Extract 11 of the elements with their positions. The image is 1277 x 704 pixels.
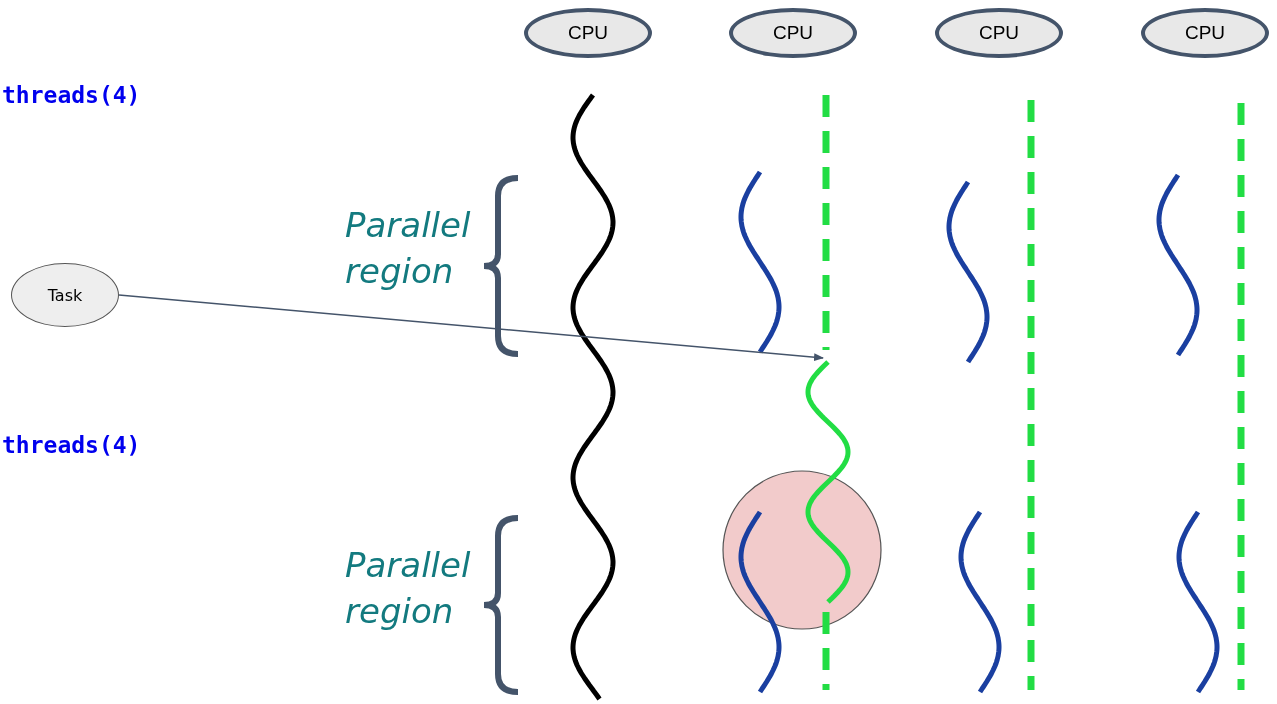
code-text: threads(4) xyxy=(2,432,141,458)
cpu-ellipse: CPU xyxy=(729,8,857,58)
task-ellipse: Task xyxy=(11,263,119,327)
cpu-ellipse: CPU xyxy=(524,8,652,58)
cpu-ellipse: CPU xyxy=(935,8,1063,58)
region-label: Parallel region xyxy=(345,204,472,293)
thread-wave xyxy=(805,360,851,604)
cpu-ellipse: CPU xyxy=(1141,8,1269,58)
arrow xyxy=(118,294,824,362)
code-text: threads(4) xyxy=(2,82,141,108)
region-label: Parallel region xyxy=(345,544,472,633)
